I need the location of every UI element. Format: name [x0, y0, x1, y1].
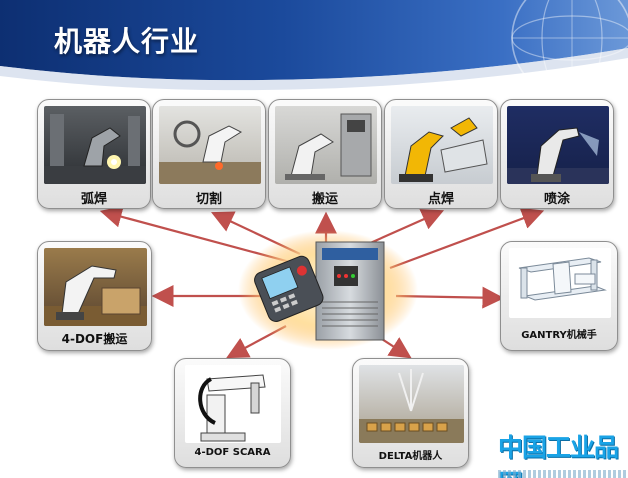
card-4dof-handling[interactable]: 4-DOF搬运 — [37, 241, 152, 351]
spot-welding-robot-photo — [391, 106, 493, 184]
card-spot-welding[interactable]: 点焊 — [384, 99, 498, 209]
watermark-underline — [498, 470, 628, 478]
card-label: DELTA机器人 — [353, 447, 468, 462]
card-label: 点焊 — [385, 188, 497, 207]
card-arc-welding[interactable]: 弧焊 — [37, 99, 151, 209]
card-label: 搬运 — [269, 188, 381, 207]
arc-welding-robot-photo — [44, 106, 146, 184]
card-label: 喷涂 — [501, 188, 613, 207]
controller-icon — [238, 228, 418, 350]
robot-controller — [238, 228, 418, 350]
card-label: 切割 — [153, 188, 265, 207]
cutting-robot-photo — [159, 106, 261, 184]
card-handling[interactable]: 搬运 — [268, 99, 382, 209]
card-gantry[interactable]: GANTRY机械手 — [500, 241, 618, 351]
card-delta[interactable]: DELTA机器人 — [352, 358, 469, 468]
card-label: GANTRY机械手 — [501, 326, 617, 341]
card-cutting[interactable]: 切割 — [152, 99, 266, 209]
scara-robot-photo — [185, 365, 281, 443]
card-spray-painting[interactable]: 喷涂 — [500, 99, 614, 209]
card-label: 4-DOF搬运 — [38, 330, 151, 347]
delta-robot-photo — [359, 365, 464, 443]
card-scara[interactable]: 4-DOF SCARA — [174, 358, 291, 468]
4dof-palletizing-robot-photo — [44, 248, 147, 326]
spray-painting-robot-photo — [507, 106, 609, 184]
card-label: 弧焊 — [38, 188, 150, 207]
card-label: 4-DOF SCARA — [175, 447, 290, 458]
handling-robot-photo — [275, 106, 377, 184]
gantry-manipulator-photo — [509, 248, 611, 318]
